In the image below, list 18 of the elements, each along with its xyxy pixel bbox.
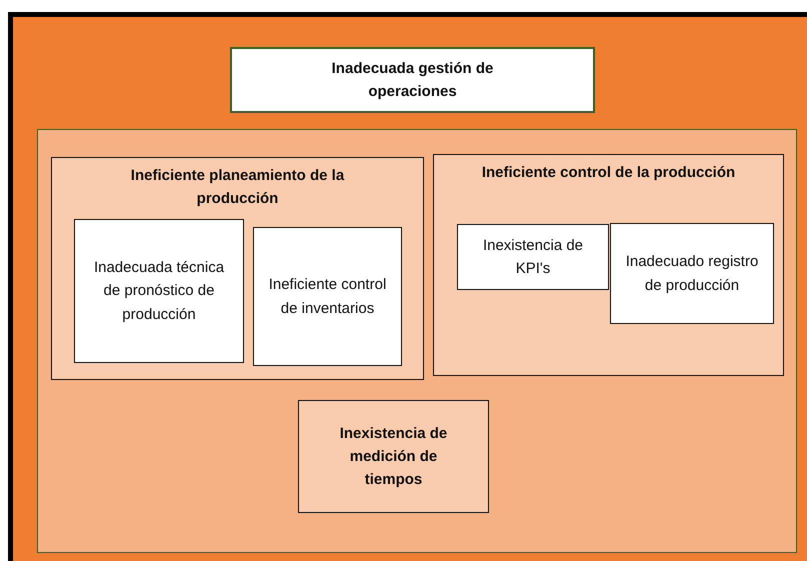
group-heading: Ineficiente planeamiento de la producción xyxy=(130,166,346,210)
cause-text: Inadecuado registro de producción xyxy=(625,252,759,296)
cause-text: Inexistencia de medición de tiempos xyxy=(338,424,448,490)
cause-box xyxy=(610,223,774,324)
cause-box xyxy=(253,227,402,366)
frame-background xyxy=(8,12,807,561)
cause-box xyxy=(74,219,244,363)
cause-box xyxy=(457,224,609,290)
group-box xyxy=(433,154,784,376)
cause-text: Inexistencia de KPI's xyxy=(482,236,584,279)
panel-background xyxy=(37,129,797,553)
cause-text: Inadecuada gestión de operaciones xyxy=(330,58,494,102)
group-box xyxy=(51,157,424,380)
cause-box xyxy=(298,400,489,513)
title-box xyxy=(230,47,595,113)
cause-text: Inadecuada técnica de pronóstico de producción xyxy=(92,258,226,325)
cause-text: Ineficiente control de inventarios xyxy=(268,275,387,318)
group-heading: Ineficiente control de la producción xyxy=(480,163,736,183)
